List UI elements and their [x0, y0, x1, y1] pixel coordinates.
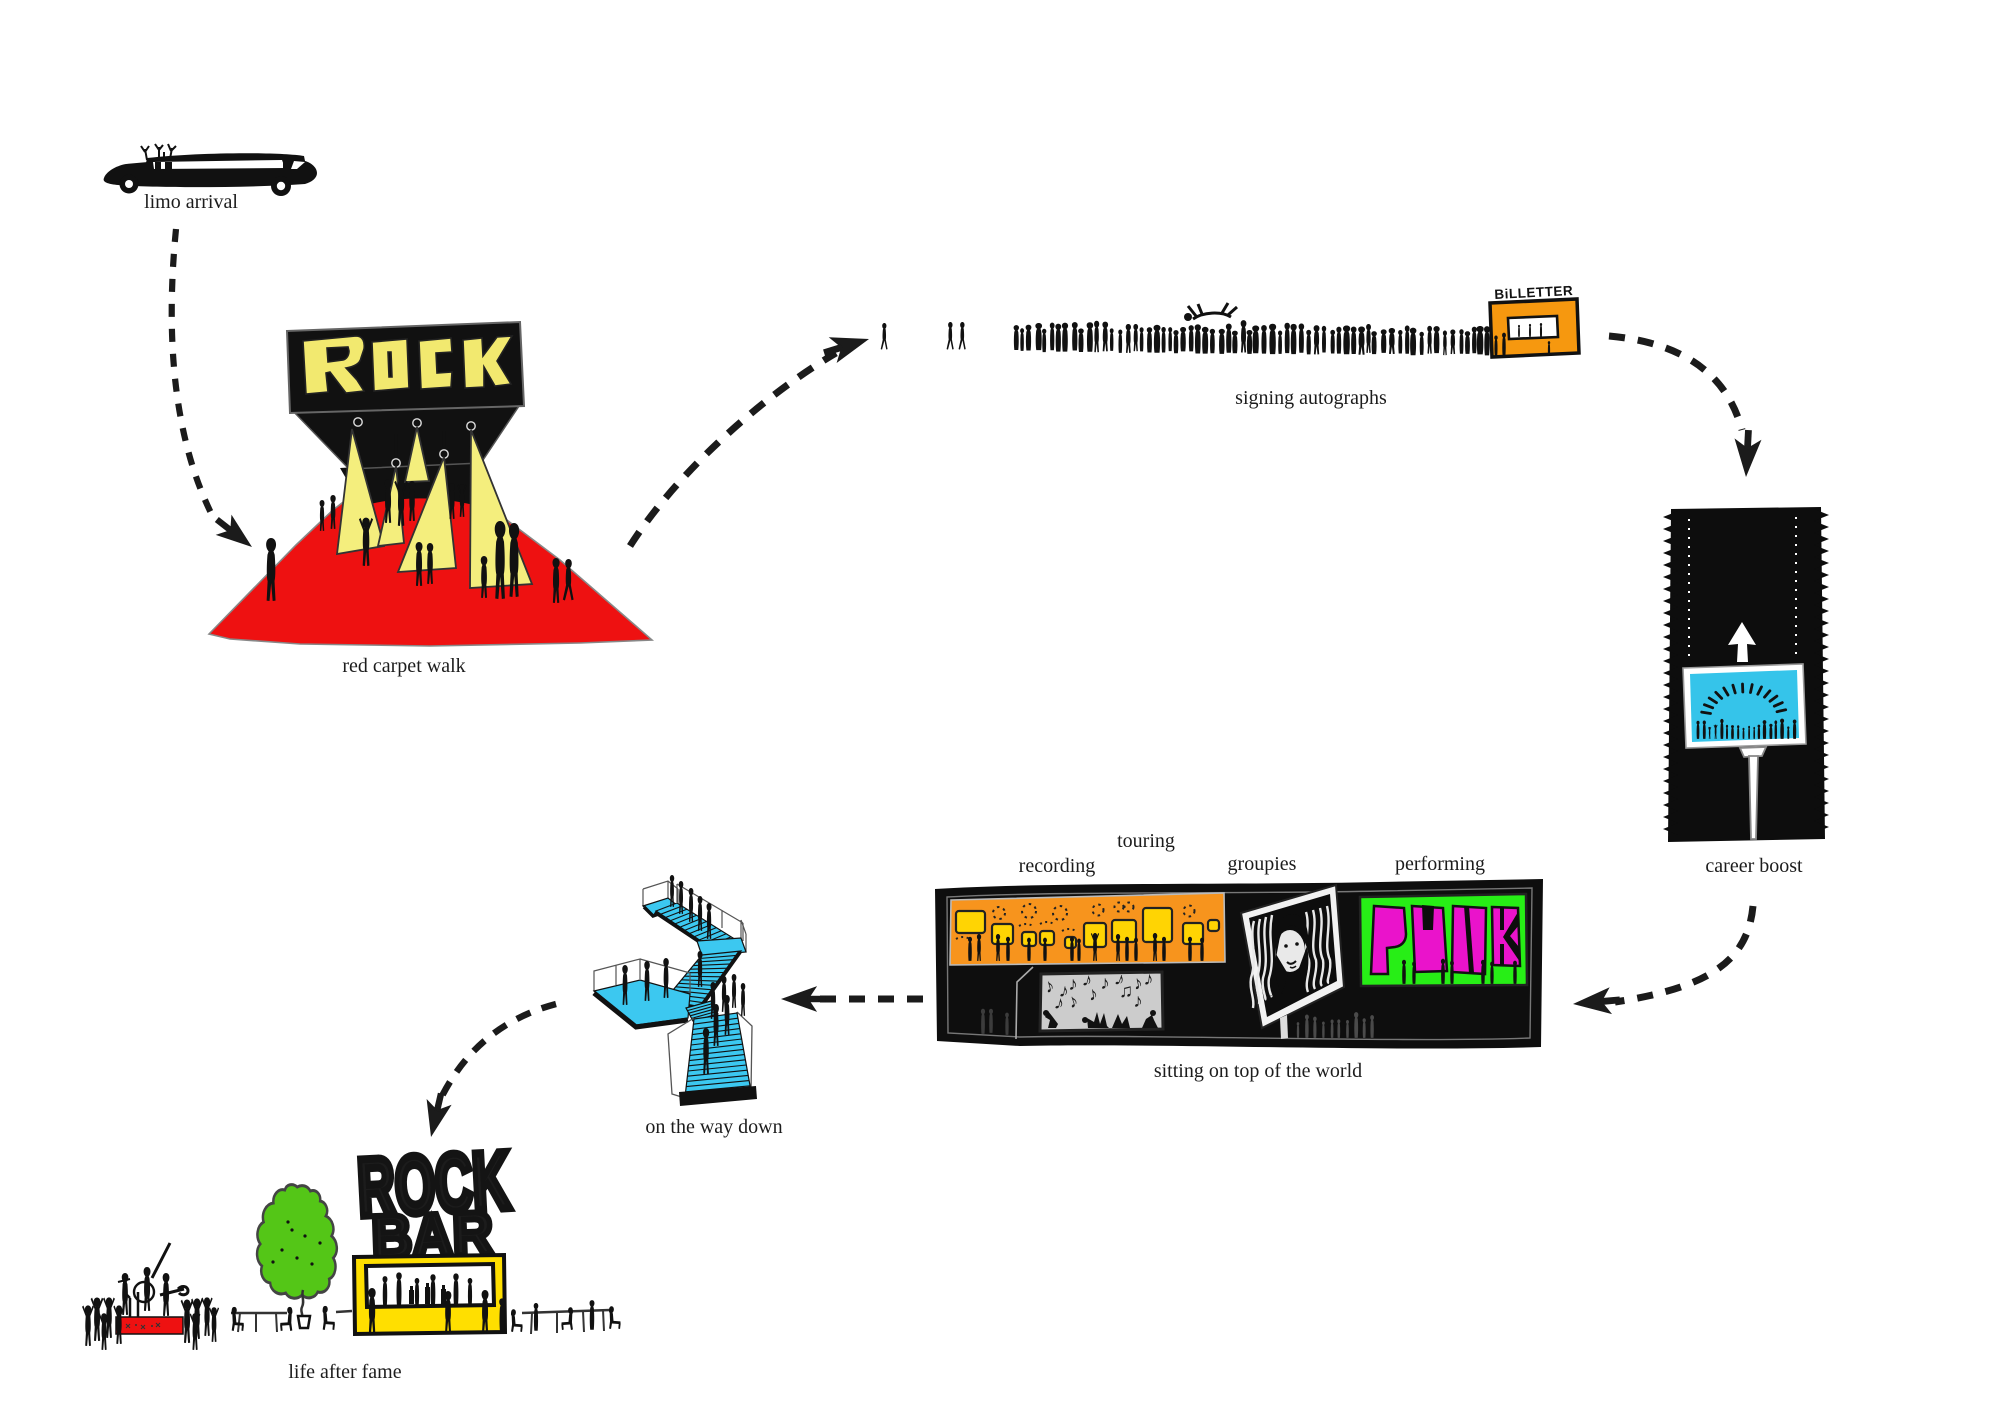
svg-text:♪: ♪: [1057, 980, 1070, 1002]
svg-text:BiLLETTER: BiLLETTER: [1494, 283, 1573, 302]
svg-text:signing autographs: signing autographs: [1235, 387, 1387, 409]
svg-text:performing: performing: [1395, 853, 1485, 875]
svg-text:♪: ♪: [1133, 991, 1143, 1012]
svg-text:career boost: career boost: [1705, 855, 1803, 877]
svg-text:♪: ♪: [1068, 974, 1078, 995]
svg-text:♪: ♪: [1100, 973, 1110, 994]
svg-text:red carpet walk: red carpet walk: [342, 655, 465, 677]
svg-text:recording: recording: [1019, 855, 1096, 877]
svg-text:♪: ♪: [1087, 983, 1100, 1005]
svg-text:on the way down: on the way down: [645, 1116, 782, 1138]
svg-text:limo arrival: limo arrival: [144, 191, 238, 213]
svg-text:♫: ♫: [1119, 981, 1133, 1002]
svg-text:touring: touring: [1117, 830, 1175, 852]
svg-text:♪: ♪: [1143, 968, 1155, 990]
svg-text:life after fame: life after fame: [288, 1361, 401, 1383]
svg-text:ROCK: ROCK: [355, 1134, 512, 1234]
svg-text:sitting on top of the world: sitting on top of the world: [1154, 1060, 1362, 1082]
svg-text:groupies: groupies: [1228, 853, 1297, 875]
svg-text:♪: ♪: [1131, 972, 1145, 995]
